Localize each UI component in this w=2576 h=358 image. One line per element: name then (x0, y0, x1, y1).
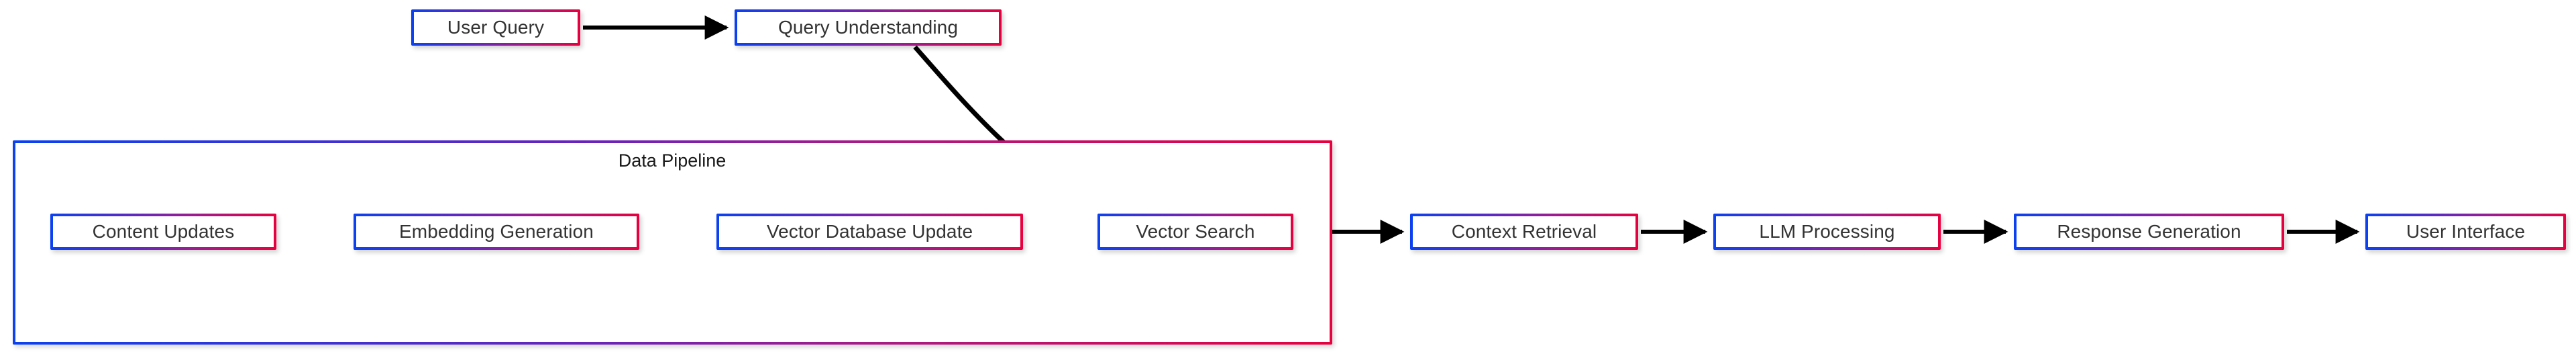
node-embedding-generation[interactable]: Embedding Generation (354, 214, 639, 250)
node-context-retrieval[interactable]: Context Retrieval (1410, 214, 1638, 250)
node-llm-processing[interactable]: LLM Processing (1713, 214, 1941, 250)
node-vector-search-label: Vector Search (1136, 221, 1255, 242)
node-content-updates-label: Content Updates (92, 221, 235, 242)
node-query-understanding[interactable]: Query Understanding (735, 9, 1002, 46)
node-llm-processing-label: LLM Processing (1759, 221, 1895, 242)
node-response-generation[interactable]: Response Generation (2014, 214, 2284, 250)
node-user-interface[interactable]: User Interface (2365, 214, 2566, 250)
node-vector-database-update[interactable]: Vector Database Update (716, 214, 1023, 250)
node-user-query[interactable]: User Query (411, 9, 580, 46)
node-vector-database-update-label: Vector Database Update (766, 221, 973, 242)
node-user-interface-label: User Interface (2406, 221, 2526, 242)
node-vector-search[interactable]: Vector Search (1097, 214, 1293, 250)
node-query-understanding-label: Query Understanding (777, 17, 959, 38)
node-content-updates[interactable]: Content Updates (50, 214, 276, 250)
node-embedding-generation-label: Embedding Generation (399, 221, 594, 242)
node-user-query-label: User Query (447, 17, 545, 38)
node-context-retrieval-label: Context Retrieval (1451, 221, 1597, 242)
subgraph-data-pipeline-label: Data Pipeline (618, 150, 727, 171)
node-response-generation-label: Response Generation (2057, 221, 2241, 242)
